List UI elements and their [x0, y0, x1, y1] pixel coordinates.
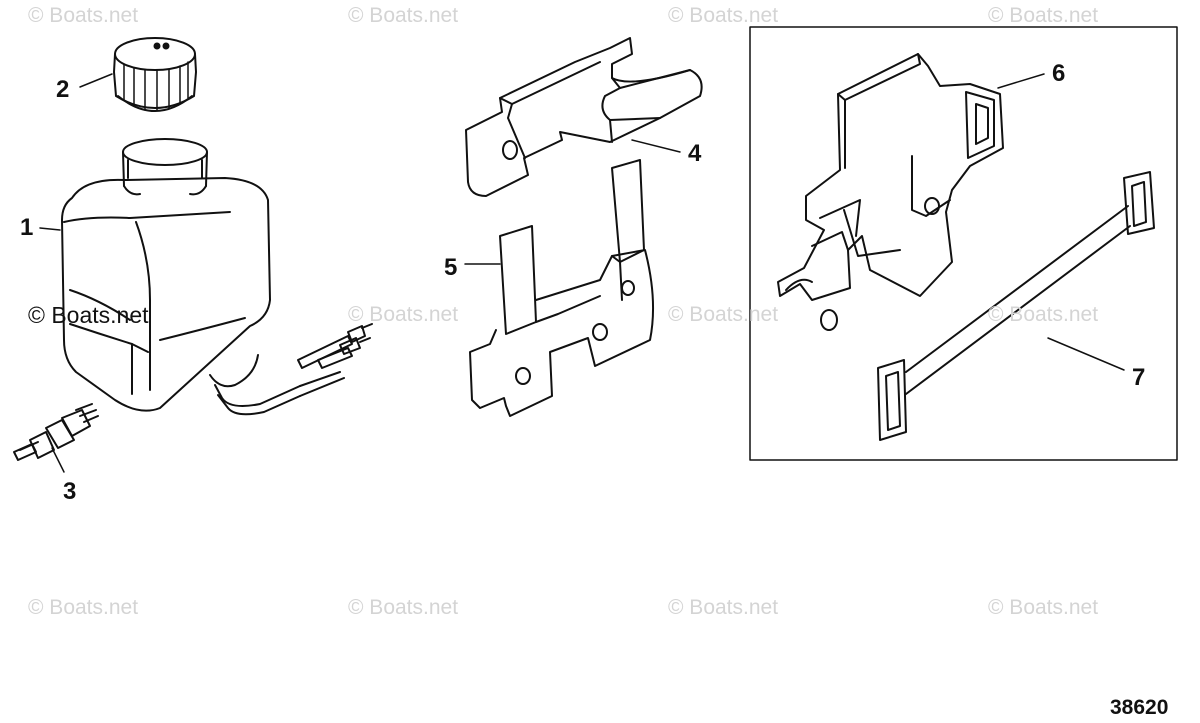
fluid-reservoir: [61, 138, 373, 416]
watermark: © Boats.net: [668, 596, 779, 619]
callout-7: 7: [1132, 364, 1146, 391]
diagram-number: 38620: [1110, 696, 1169, 719]
watermark: © Boats.net: [668, 4, 779, 27]
watermark-prominent: © Boats.net: [28, 302, 149, 328]
kit-frame: [749, 26, 1178, 461]
callout-1: 1: [20, 214, 34, 241]
watermark: © Boats.net: [988, 596, 1099, 619]
watermark: © Boats.net: [348, 596, 459, 619]
callout-3: 3: [63, 478, 77, 505]
strap: [877, 171, 1155, 441]
watermark: © Boats.net: [988, 4, 1099, 27]
watermark: © Boats.net: [348, 303, 459, 326]
upper-bracket: [465, 37, 703, 197]
watermark: © Boats.net: [28, 596, 139, 619]
watermark: © Boats.net: [668, 303, 779, 326]
callout-5: 5: [444, 254, 458, 281]
watermark: © Boats.net: [28, 4, 139, 27]
fitting: [13, 403, 99, 461]
watermark: © Boats.net: [348, 4, 459, 27]
lower-bracket: [469, 159, 655, 417]
mounting-bracket: [777, 53, 1004, 331]
leader-lines: [39, 73, 1125, 473]
reservoir-cap: [113, 37, 197, 112]
watermark: © Boats.net: [988, 303, 1099, 326]
callout-4: 4: [688, 140, 702, 167]
callout-2: 2: [56, 76, 70, 103]
callout-6: 6: [1052, 60, 1066, 87]
